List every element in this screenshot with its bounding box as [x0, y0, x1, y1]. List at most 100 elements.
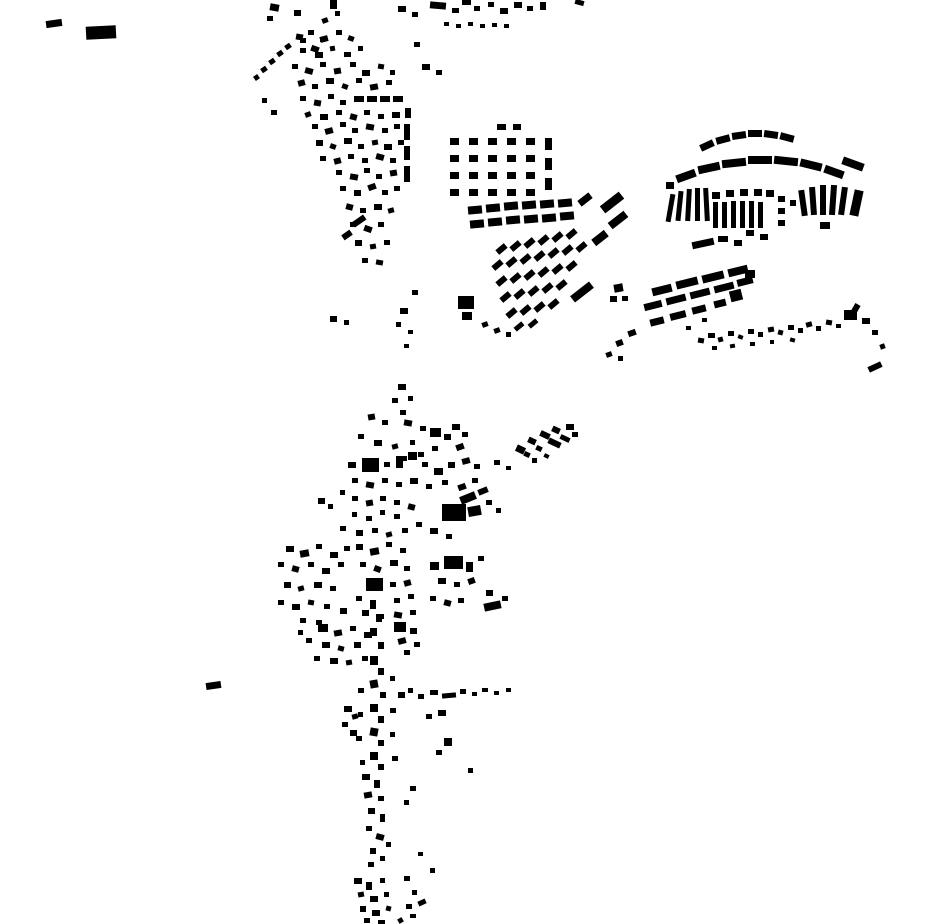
building — [746, 230, 754, 236]
building — [798, 328, 803, 333]
building — [823, 164, 845, 180]
building — [380, 692, 386, 698]
building — [307, 599, 315, 606]
building — [344, 706, 352, 712]
building — [460, 689, 466, 694]
building — [459, 491, 477, 505]
building — [622, 296, 628, 301]
building — [364, 918, 370, 923]
building — [348, 462, 356, 468]
building — [349, 173, 359, 181]
building — [286, 546, 294, 552]
building — [380, 496, 386, 501]
building — [364, 632, 372, 638]
building — [404, 166, 410, 182]
building — [695, 188, 700, 221]
building — [467, 205, 483, 215]
building — [474, 6, 480, 11]
building — [377, 63, 385, 70]
building — [575, 241, 588, 253]
building — [551, 231, 564, 243]
building — [450, 138, 459, 145]
building — [758, 332, 763, 337]
building — [284, 42, 292, 51]
building — [418, 694, 424, 699]
building — [566, 424, 574, 430]
building — [394, 124, 400, 129]
building — [300, 618, 306, 623]
building — [386, 542, 392, 547]
building — [299, 549, 310, 558]
building — [358, 46, 363, 51]
building — [371, 139, 379, 146]
building — [462, 312, 472, 320]
building — [405, 108, 411, 118]
building — [745, 270, 755, 278]
building — [354, 96, 364, 102]
building — [577, 192, 593, 207]
building — [337, 645, 345, 652]
building — [486, 500, 492, 505]
building — [430, 596, 436, 601]
building — [480, 24, 485, 28]
building — [461, 457, 471, 465]
building — [300, 96, 306, 101]
building — [412, 12, 418, 17]
building — [338, 562, 344, 567]
building — [376, 614, 382, 622]
building — [559, 211, 575, 221]
building — [541, 282, 554, 294]
building — [262, 98, 267, 103]
building — [557, 198, 573, 208]
building — [442, 480, 448, 485]
building — [378, 920, 385, 924]
building — [372, 528, 378, 533]
building — [547, 298, 560, 310]
building — [362, 656, 368, 661]
building — [369, 83, 379, 91]
building — [370, 752, 378, 760]
building — [392, 398, 398, 403]
building — [547, 247, 560, 259]
building — [828, 184, 838, 216]
building — [467, 504, 482, 518]
building — [488, 155, 497, 162]
building — [727, 264, 749, 278]
building — [613, 283, 624, 293]
building — [838, 186, 848, 216]
building — [376, 174, 382, 179]
building — [469, 172, 478, 179]
building — [400, 456, 407, 461]
building — [375, 833, 385, 841]
building — [268, 57, 276, 66]
building — [304, 67, 314, 75]
building — [748, 130, 762, 137]
building — [404, 650, 410, 655]
building — [260, 65, 268, 74]
building — [410, 478, 418, 484]
building — [329, 45, 336, 52]
building — [352, 512, 357, 517]
building — [506, 688, 511, 692]
building — [369, 243, 377, 250]
building — [320, 114, 328, 120]
building — [468, 768, 473, 773]
building — [434, 468, 443, 475]
building — [365, 499, 374, 507]
building — [497, 124, 506, 130]
building — [478, 556, 484, 561]
building — [276, 49, 284, 58]
building — [513, 288, 526, 300]
building — [420, 426, 426, 431]
building — [367, 413, 376, 421]
building — [306, 638, 312, 643]
building — [351, 713, 359, 720]
building — [849, 189, 864, 217]
building — [344, 138, 352, 144]
building — [537, 266, 550, 278]
building — [362, 158, 368, 163]
building — [539, 199, 555, 209]
building — [370, 848, 376, 854]
building — [313, 99, 322, 107]
building — [357, 891, 365, 898]
